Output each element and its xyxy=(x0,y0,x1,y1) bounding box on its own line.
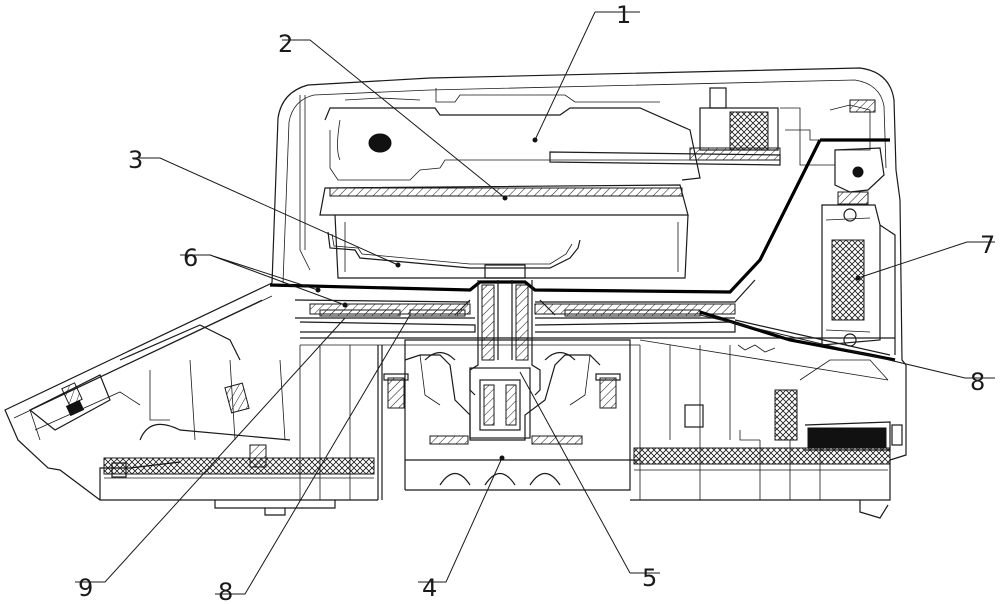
upper-chamber xyxy=(300,88,884,270)
callout-9: 9 xyxy=(78,574,93,602)
dark-knob-icon xyxy=(369,134,391,152)
callout-3: 3 xyxy=(128,146,143,174)
center-shaft xyxy=(384,265,640,485)
plate-part-6 xyxy=(270,140,895,380)
callout-5: 5 xyxy=(642,564,657,592)
pivot-icon xyxy=(853,167,863,177)
outer-housing xyxy=(5,68,906,518)
callout-7: 7 xyxy=(980,231,995,259)
front-panel xyxy=(30,325,290,477)
callout-4: 4 xyxy=(422,574,437,602)
callout-6: 6 xyxy=(183,244,198,272)
callout-2: 2 xyxy=(278,30,293,58)
callout-1: 1 xyxy=(616,1,631,29)
coil-part-7 xyxy=(685,205,902,450)
callout-8-right: 8 xyxy=(970,368,985,396)
callout-8-bottom: 8 xyxy=(218,578,233,604)
